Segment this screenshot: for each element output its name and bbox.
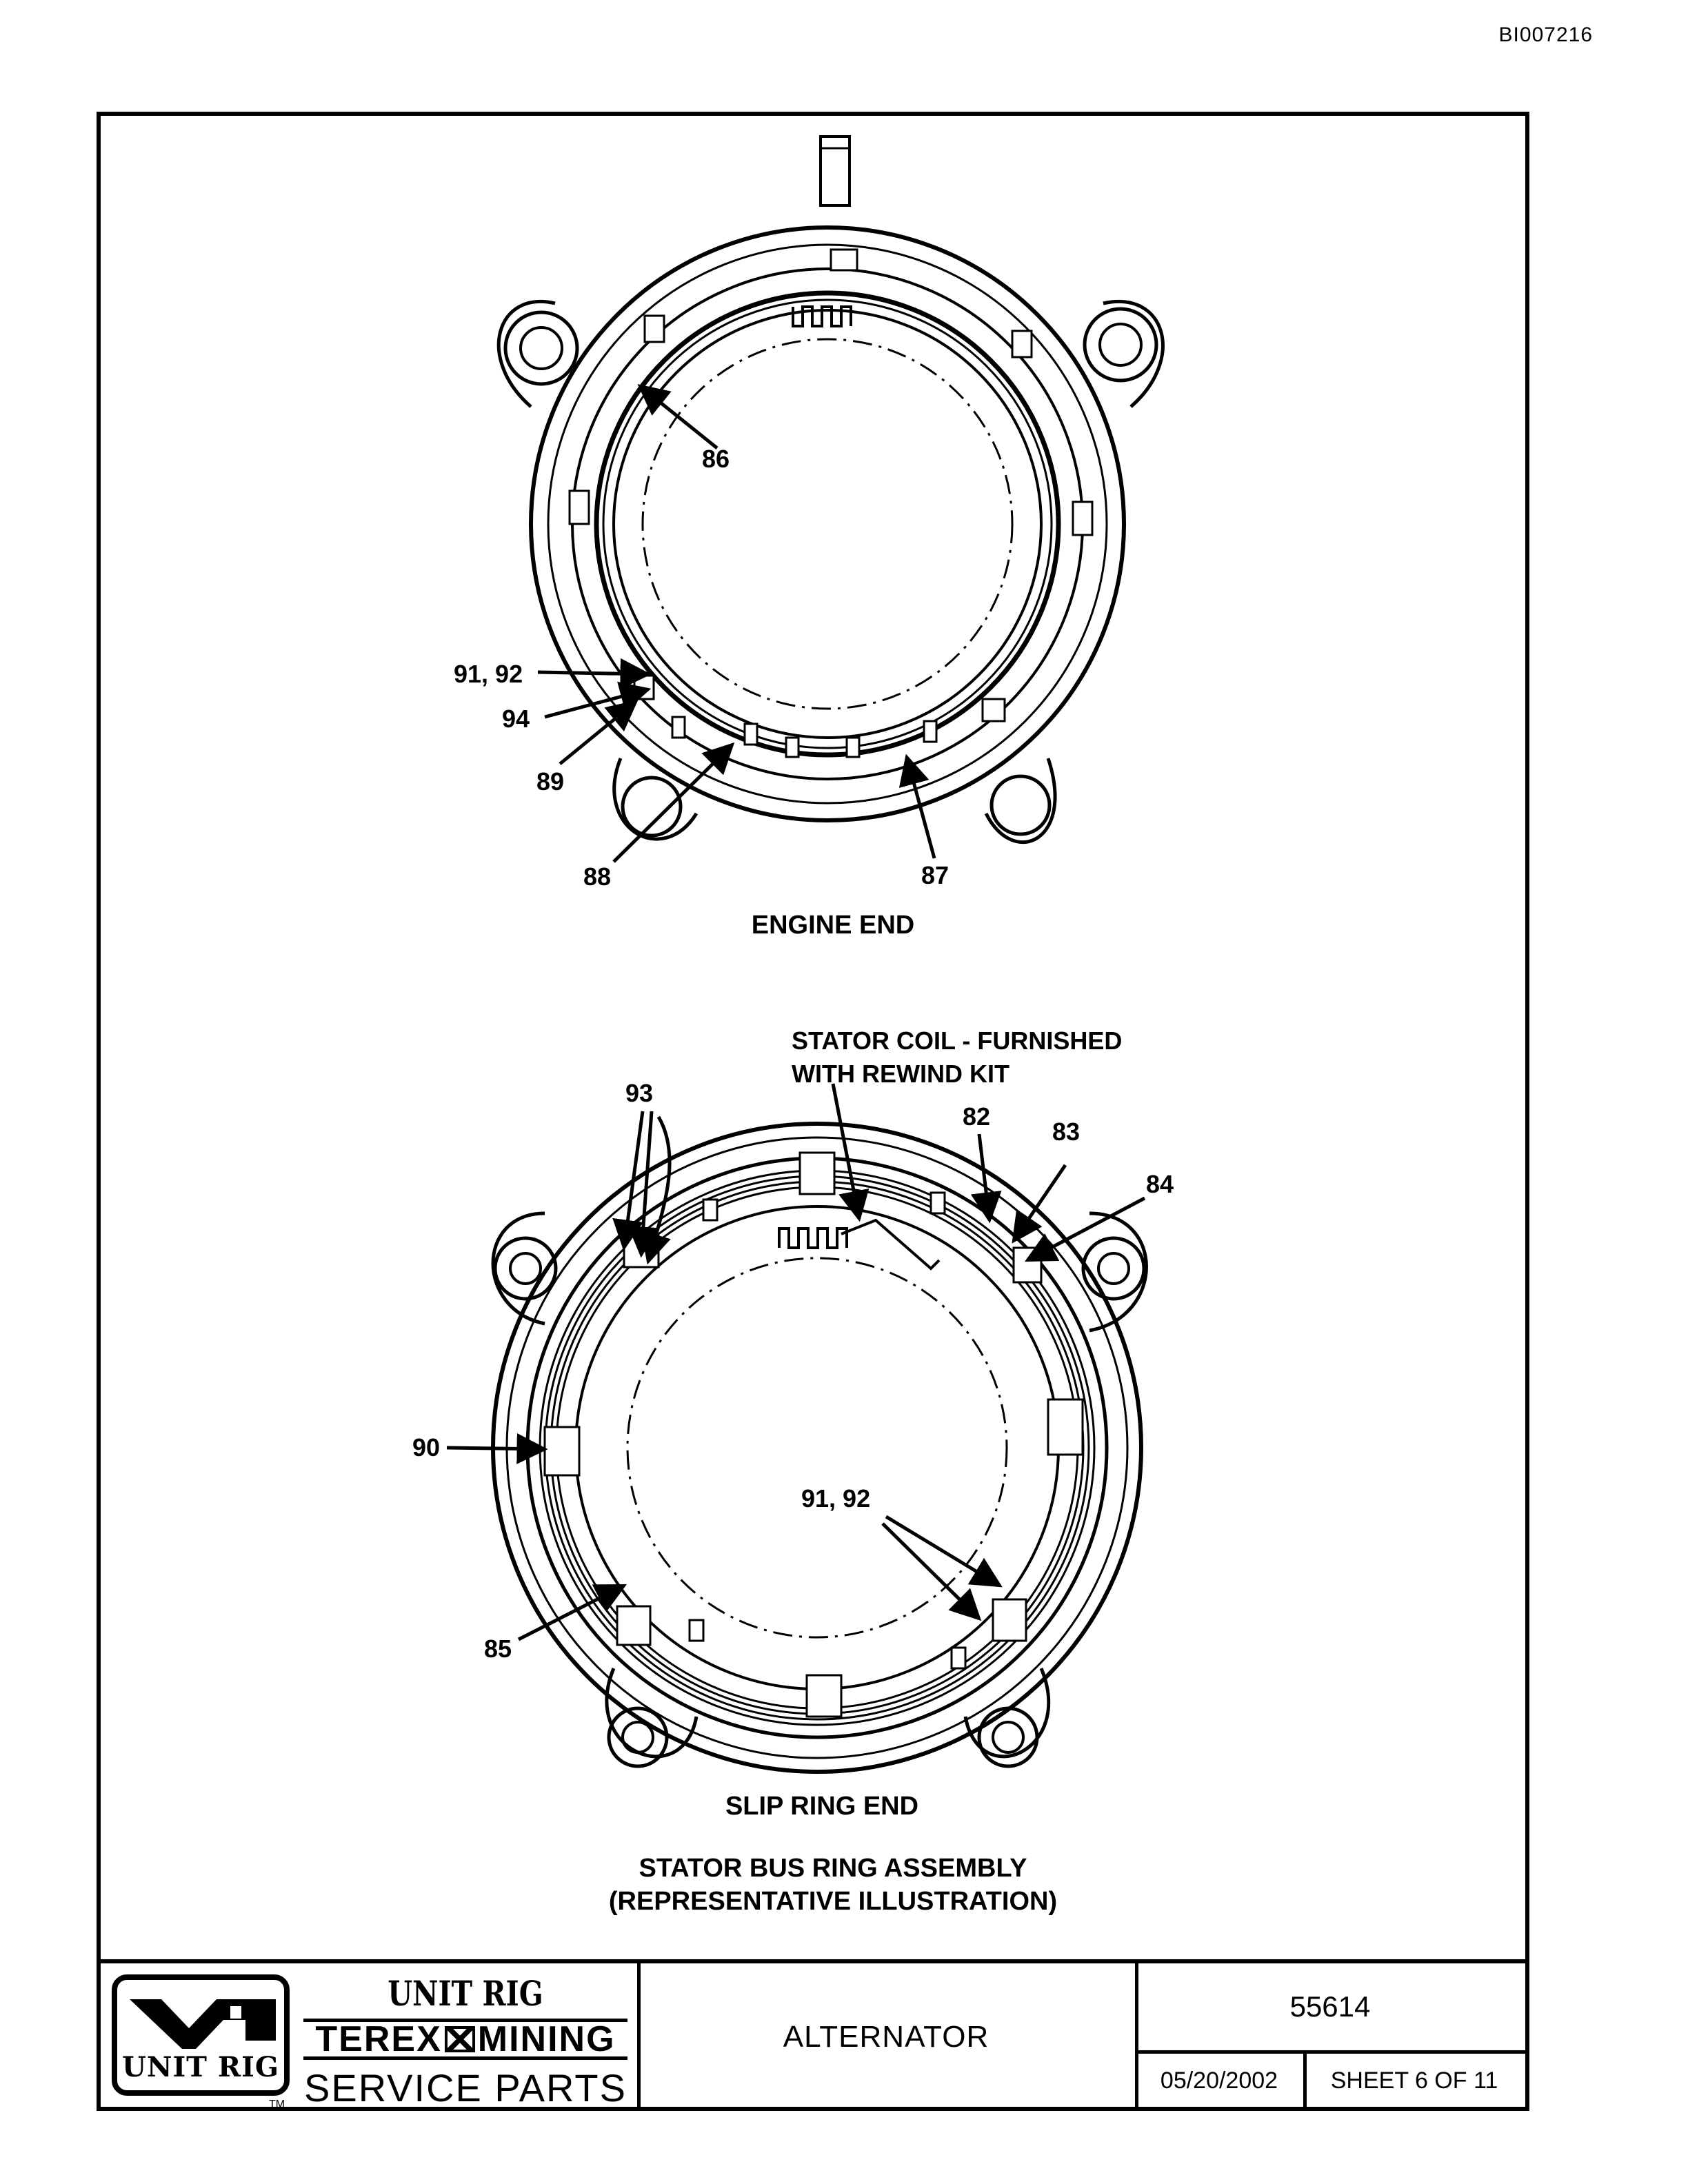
brand-terex: TEREX: [315, 2019, 442, 2059]
slip-ring-end-illustration: [491, 1122, 1148, 1774]
engine-callout-88: 88: [583, 862, 611, 891]
slip-ring-end-leader-lines: [446, 1083, 1146, 1641]
slip-ring-end-caption: SLIP RING END: [725, 1792, 918, 1821]
engine-callout-87: 87: [921, 861, 949, 889]
engine-end-caption: ENGINE END: [752, 911, 914, 940]
figure-title-line2: (REPRESENTATIVE ILLUSTRATION): [609, 1887, 1057, 1916]
logo-text: UNIT RIG: [122, 2051, 279, 2083]
drawing-date: 05/20/2002: [1135, 2050, 1307, 2111]
part-number: 55614: [1135, 1963, 1525, 2054]
trademark-mark: TM: [269, 2099, 285, 2110]
figure-title-line1: STATOR BUS RING ASSEMBLY: [639, 1854, 1027, 1883]
sheet-number: SHEET 6 OF 11: [1330, 2067, 1498, 2094]
brand-service-parts: SERVICE PARTS: [304, 2066, 627, 2110]
slip-callout-91-92: 91, 92: [801, 1484, 870, 1513]
slip-callout-93: 93: [625, 1079, 653, 1107]
document-id: BI007216: [1498, 23, 1593, 46]
engine-callout-86: 86: [702, 445, 730, 473]
slip-callout-82: 82: [963, 1102, 990, 1131]
title-block: UNIT RIG TM UNIT RIG TEREX MINING SERVICE…: [97, 1959, 1529, 2111]
slip-callout-90: 90: [412, 1433, 440, 1462]
terex-emblem-icon: [444, 2026, 475, 2052]
engine-end-leader-lines: [537, 384, 936, 863]
brand-terex-mining: TEREX MINING: [303, 2019, 627, 2060]
stator-coil-note-line2: WITH REWIND KIT: [792, 1060, 1009, 1088]
slip-callout-84: 84: [1146, 1170, 1174, 1198]
slip-callout-85: 85: [484, 1635, 512, 1663]
slip-callout-83: 83: [1052, 1118, 1080, 1146]
unit-rig-logo-mark-icon: [130, 1999, 276, 2049]
brand-unit-rig: UNIT RIG: [388, 1973, 543, 2014]
brand-mining: MINING: [477, 2019, 616, 2059]
drawing-title: ALTERNATOR: [637, 1963, 1138, 2111]
engine-callout-89: 89: [536, 767, 564, 796]
unit-rig-logo: UNIT RIG: [112, 1974, 290, 2096]
engine-callout-91-92: 91, 92: [454, 660, 523, 688]
stator-coil-note-line1: STATOR COIL - FURNISHED: [792, 1027, 1122, 1055]
engine-callout-94: 94: [502, 705, 530, 733]
engine-end-illustration: [496, 135, 1165, 844]
drawing-sheet-border: [97, 112, 1529, 2111]
title-block-logo-cell: UNIT RIG TM UNIT RIG TEREX MINING SERVICE…: [97, 1963, 641, 2111]
